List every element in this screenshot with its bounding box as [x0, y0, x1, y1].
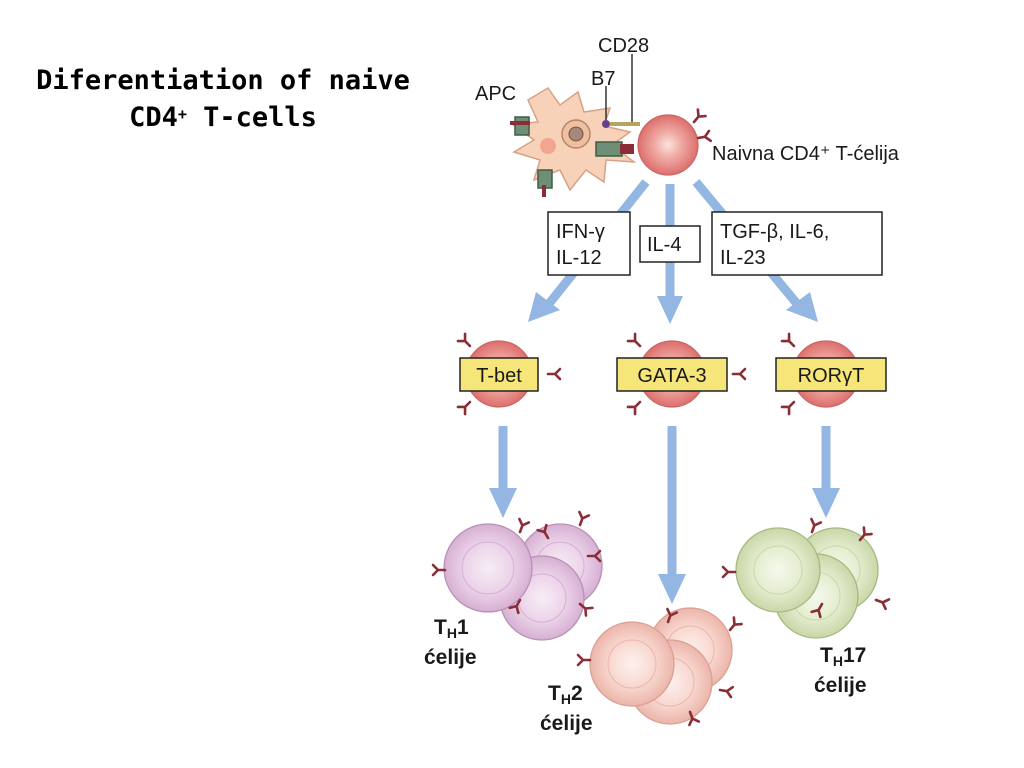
b7-label: B7: [591, 68, 615, 90]
apc-cell: [509, 86, 637, 192]
title-superscript: +: [177, 105, 187, 123]
th1-label: TH1: [434, 616, 469, 641]
tf-th17-label: RORγT: [798, 365, 865, 387]
cytokine-box-th2: IL-4: [639, 225, 701, 263]
apc-label: APC: [475, 83, 516, 105]
tf-th1-label: T-bet: [476, 365, 522, 387]
th2-effector-cells: [576, 607, 743, 727]
title-line-2: CD4+ T-cells: [18, 99, 428, 136]
th17-celije-label: ćelije: [814, 674, 867, 697]
cytokine-th2-line1: IL-4: [647, 234, 681, 256]
naive-cell-label: Naivna CD4⁺ T-ćelija: [712, 143, 900, 165]
tf-box-th1: T-bet: [459, 357, 539, 392]
title-cd4: CD4: [129, 102, 178, 133]
th2-celije-label: ćelije: [540, 712, 593, 735]
mhc-complex-icons: [510, 116, 640, 197]
slide-title: Diferentiation of naive CD4+ T-cells: [18, 62, 428, 136]
cytokine-th17-line1: TGF-β, IL-6,: [720, 221, 829, 243]
cd28-label: CD28: [598, 35, 649, 57]
cytokine-th1-line2: IL-12: [556, 247, 602, 269]
tf-th2-label: GATA-3: [637, 365, 706, 387]
th1-celije-label: ćelije: [424, 646, 477, 669]
cytokine-th17-line2: IL-23: [720, 247, 766, 269]
th17-effector-cells: [721, 517, 891, 639]
tf-box-th17: RORγT: [775, 357, 887, 392]
th17-label: TH17: [820, 644, 866, 669]
cytokine-box-th1: IFN-γ IL-12: [547, 211, 631, 276]
tf-box-th2: GATA-3: [616, 357, 728, 392]
title-tcells: T-cells: [186, 102, 317, 133]
cytokine-box-th17: TGF-β, IL-6, IL-23: [711, 211, 883, 276]
arrow-down-th17: [812, 426, 840, 518]
th2-label: TH2: [548, 682, 583, 707]
arrow-down-th2: [658, 426, 686, 604]
naive-t-cell: [637, 108, 712, 176]
th1-effector-cells: [431, 510, 603, 641]
arrow-down-th1: [489, 426, 517, 518]
cytokine-th1-line1: IFN-γ: [556, 221, 605, 243]
title-line-1: Diferentiation of naive: [36, 65, 410, 96]
